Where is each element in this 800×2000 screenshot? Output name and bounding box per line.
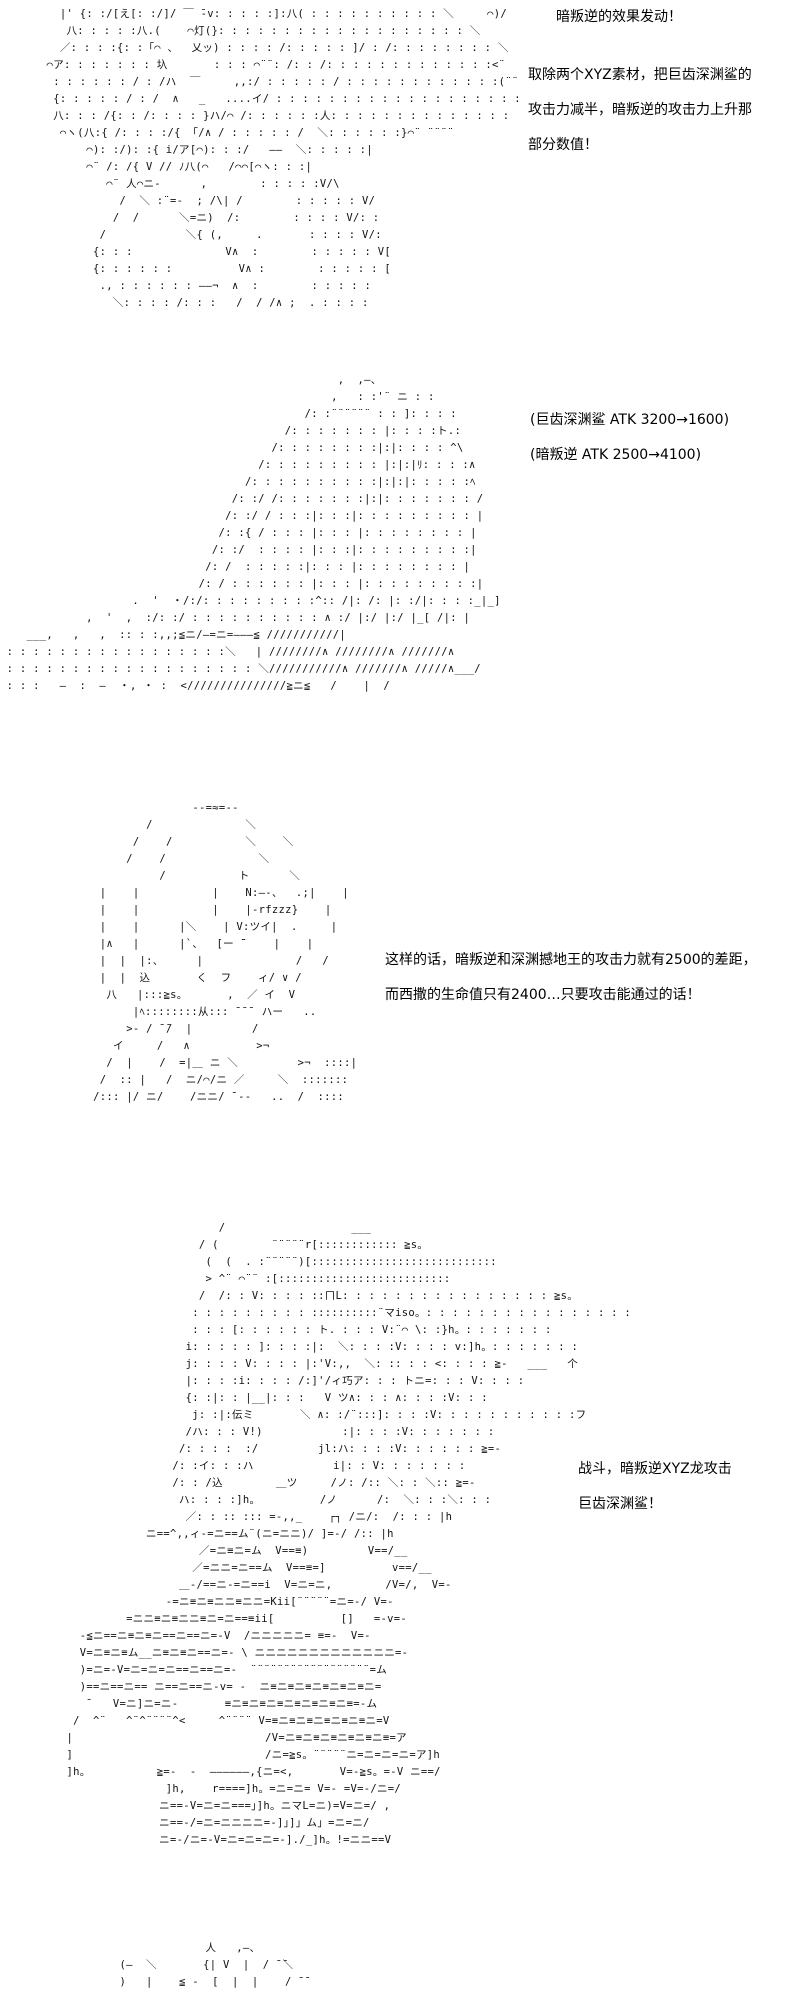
caption-effect-description: 取除两个XYZ素材，把巨齿深渊鲨的 攻击力减半，暗叛逆的攻击力上升那 部分数值！ <box>528 58 752 163</box>
ascii-art-panel-4: / ___ / ( ¨¨¨¨¨r[:::::::::::: ≧s。 ( ( . … <box>66 1222 632 1846</box>
ascii-art-panel-1: |' {: :/[え[: :/]/ ￣ ̄-v: : : : :]:八( : :… <box>46 8 521 309</box>
ascii-art-panel-5: 人 ,―、 (― ＼ {| V | / ̄ ̄＼ ) | ≦ - [ | | /… <box>119 1942 305 1988</box>
caption-damage-calc: 这样的话，暗叛逆和深渊撼地王的攻击力就有2500的差距， 而西撒的生命值只有24… <box>385 943 757 1013</box>
caption-line: (巨齿深渊鲨 ATK 3200→1600) <box>530 412 730 428</box>
caption-line: 战斗，暗叛逆XYZ龙攻击 <box>578 1461 732 1477</box>
ascii-art-panel-3: --=≈=-- / ＼ / / ＼ ＼ / / ＼ / ト ＼ | | | N:… <box>93 802 358 1103</box>
caption-line: 而西撒的生命值只有2400…只要攻击能通过的话！ <box>385 987 701 1003</box>
caption-line: (暗叛逆 ATK 2500→4100) <box>530 447 702 463</box>
caption-battle: 战斗，暗叛逆XYZ龙攻击 巨齿深渊鲨！ <box>578 1452 732 1522</box>
caption-effect-activation: 暗叛逆的效果发动！ <box>556 0 682 35</box>
caption-line: 取除两个XYZ素材，把巨齿深渊鲨的 <box>528 67 752 83</box>
caption-line: 这样的话，暗叛逆和深渊撼地王的攻击力就有2500的差距， <box>385 952 757 968</box>
caption-line: 暗叛逆的效果发动！ <box>556 9 682 25</box>
caption-atk-changes: (巨齿深渊鲨 ATK 3200→1600) (暗叛逆 ATK 2500→4100… <box>530 403 729 473</box>
caption-line: 巨齿深渊鲨！ <box>578 1496 662 1512</box>
caption-line: 部分数值！ <box>528 137 598 153</box>
ascii-art-panel-2: , ,―、 , : :'¨ ニ : : /: :¨¨¨¨¨¨ : : ]: : … <box>6 374 501 692</box>
caption-line: 攻击力减半，暗叛逆的攻击力上升那 <box>528 102 752 118</box>
